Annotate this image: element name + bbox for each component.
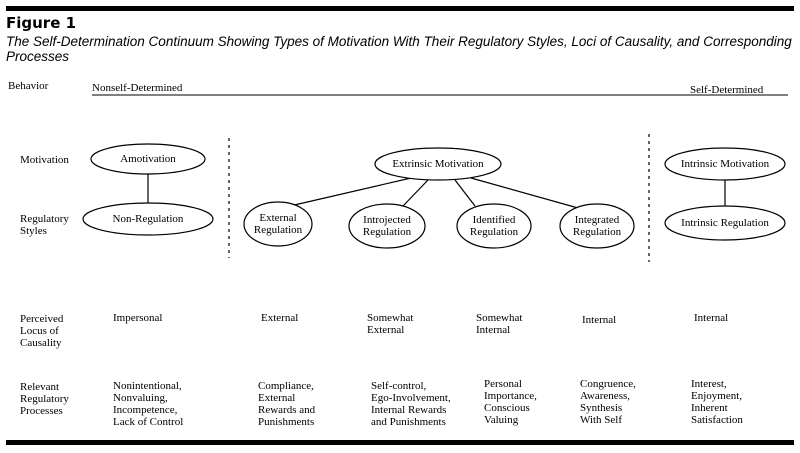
figure-label: Figure 1	[6, 14, 77, 32]
amotivation-label: Amotivation	[120, 153, 176, 165]
nonself-determined-label: Nonself-Determined	[92, 82, 183, 94]
behavior-label: Behavior	[8, 80, 49, 92]
introjected-regulation-node	[348, 203, 426, 249]
figure-title: The Self-Determination Continuum Showing…	[6, 34, 792, 64]
locus-intrinsic: Internal	[694, 312, 729, 324]
processes-intrinsic: Interest, Enjoyment, Inherent Satisfacti…	[691, 378, 743, 426]
intrinsic-motivation-label: Intrinsic Motivation	[680, 158, 770, 170]
connector-extrinsic-introjected	[402, 179, 429, 207]
locus-introjected: Somewhat External	[367, 312, 414, 336]
intrinsic-motivation-node	[664, 147, 786, 181]
locus-external: External	[261, 312, 299, 324]
non-regulation-label: Non-Regulation	[112, 213, 184, 225]
self-determined-label: Self-Determined	[690, 84, 764, 96]
locus-integrated: Internal	[582, 314, 617, 326]
intrinsic-regulation-node	[664, 205, 786, 241]
top-rule	[6, 6, 794, 11]
intrinsic-regulation-label: Intrinsic Regulation	[681, 217, 769, 229]
extrinsic-motivation-label: Extrinsic Motivation	[392, 158, 484, 170]
introjected-regulation-label: Introjected Regulation	[362, 214, 412, 238]
processes-identified: Personal Importance, Conscious Valuing	[484, 378, 537, 426]
connector-extrinsic-external	[289, 177, 412, 207]
identified-regulation-label: Identified Regulation	[469, 214, 519, 238]
connector-extrinsic-integrated	[470, 177, 579, 209]
amotivation-node	[90, 143, 206, 175]
bottom-rule	[6, 440, 794, 445]
locus-amotivation: Impersonal	[113, 312, 163, 324]
row-label-motivation: Motivation	[20, 154, 69, 166]
integrated-regulation-label: Integrated Regulation	[572, 214, 622, 238]
connector-extrinsic-identified	[454, 179, 476, 207]
identified-regulation-node	[456, 203, 532, 249]
external-regulation-label: External Regulation	[253, 212, 303, 236]
row-label-locus: Perceived Locus of Causality	[20, 313, 64, 349]
row-label-regulatory-styles: Regulatory Styles	[20, 213, 69, 237]
processes-introjected: Self-control, Ego-Involvement, Internal …	[371, 380, 451, 428]
locus-identified: Somewhat Internal	[476, 312, 523, 336]
extrinsic-motivation-node	[374, 147, 502, 181]
external-regulation-node	[243, 201, 313, 247]
processes-integrated: Congruence, Awareness, Synthesis With Se…	[580, 378, 636, 426]
integrated-regulation-node	[559, 203, 635, 249]
processes-amotivation: Nonintentional, Nonvaluing, Incompetence…	[113, 380, 184, 428]
row-label-processes: Relevant Regulatory Processes	[20, 381, 69, 417]
processes-external: Compliance, External Rewards and Punishm…	[258, 380, 316, 428]
non-regulation-node	[82, 202, 214, 236]
